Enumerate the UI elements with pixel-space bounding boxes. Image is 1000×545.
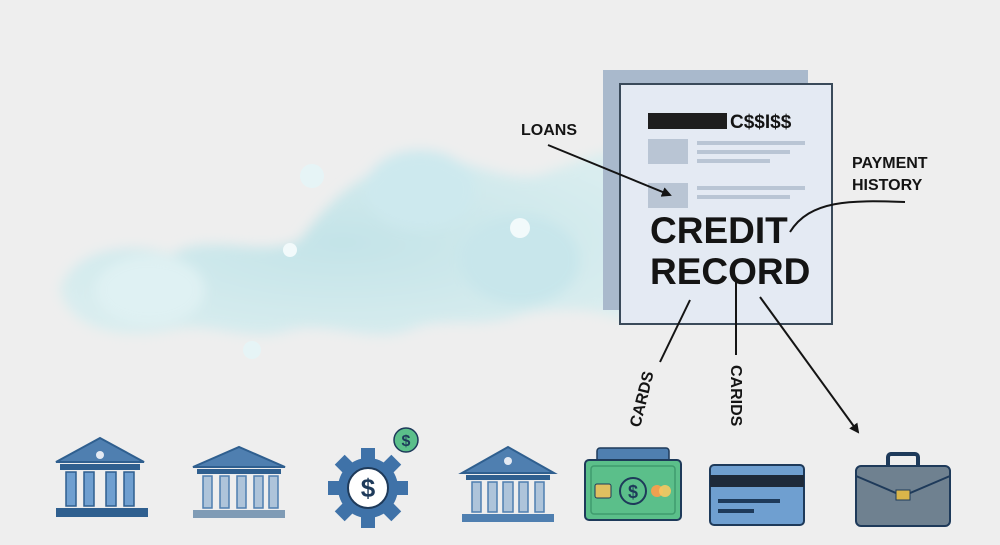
briefcase-icon	[855, 452, 951, 527]
credit-record-document: C$$I$$ CREDIT RECORD	[603, 70, 833, 325]
arrow-briefcase	[759, 296, 860, 434]
cloud-bubble	[300, 164, 324, 188]
svg-text:$: $	[361, 473, 376, 503]
connector-payment-history	[789, 200, 906, 233]
dollar-coin-icon: $	[393, 427, 419, 453]
cloud-bubble	[243, 341, 261, 359]
document-redacted-bar	[648, 113, 727, 129]
label-payment-line2: HISTORY	[852, 177, 923, 194]
label-payment-line1: PAYMENT	[852, 155, 928, 172]
cloud-bubble	[510, 218, 530, 238]
svg-text:$: $	[628, 482, 638, 502]
document-header-text: C$$I$$	[730, 112, 792, 133]
document-title-line1: CREDIT	[650, 210, 788, 251]
label-carids: CARIDS	[727, 365, 744, 427]
arrow-loans	[547, 144, 672, 197]
cloud-bubble	[283, 243, 297, 257]
cash-card-icon: $	[584, 447, 682, 521]
bank-building-icon	[192, 445, 286, 518]
credit-card-icon	[709, 464, 805, 526]
label-loans: LOANS	[521, 122, 577, 139]
connector-cards	[659, 299, 691, 363]
document-thumbnail	[648, 139, 688, 164]
document-title-line2: RECORD	[650, 251, 810, 292]
dollar-gear-icon: $ $	[328, 427, 419, 528]
bank-building-icon	[458, 445, 558, 522]
label-cards: CARDS	[627, 369, 657, 429]
bank-building-icon	[55, 436, 148, 517]
flowing-data-cloud	[60, 150, 625, 335]
document-thumbnail	[648, 183, 688, 208]
svg-text:$: $	[402, 433, 411, 450]
